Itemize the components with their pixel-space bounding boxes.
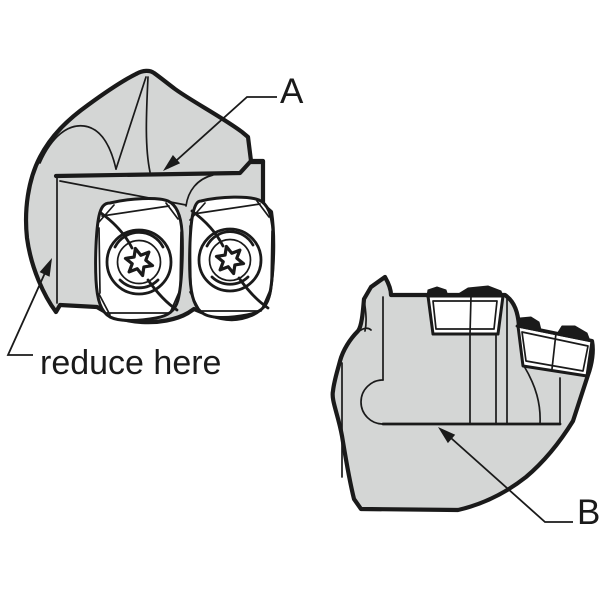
- cutter-front-view: [6, 68, 277, 356]
- reduce-here-line: [6, 263, 50, 356]
- screw-left-head: [105, 228, 173, 296]
- insert-left-edge-band: [99, 211, 179, 312]
- insert-right-facets: [189, 200, 273, 314]
- flute-curve: [39, 125, 117, 170]
- torx-screw-right: [197, 227, 263, 293]
- shoulder-line: [523, 365, 541, 425]
- pocket-block-relief-arc: [360, 379, 384, 425]
- callout-b-arrowhead-icon: [438, 427, 456, 444]
- screw-right-chamfer: [205, 230, 255, 286]
- flute-edge-right: [145, 76, 151, 173]
- torx-socket-left-icon: [123, 246, 155, 278]
- reduce-here-label: reduce here: [40, 344, 221, 382]
- insert-left: [94, 197, 184, 322]
- insert-top-chipbreaker-right: [454, 285, 504, 297]
- pocket-block-division-lines: [469, 297, 508, 425]
- label-b: B: [577, 493, 600, 532]
- callout-a-leader: [163, 96, 277, 171]
- insert-top-facets: [432, 295, 498, 335]
- insert-right-rotated: [515, 316, 594, 378]
- reduce-here-leader: [6, 258, 52, 356]
- insert-rotated-facets: [521, 331, 589, 372]
- screw-right-socket-rim: [208, 238, 252, 282]
- center-post-arch: [185, 174, 214, 207]
- screw-left-chamfer: [113, 230, 165, 290]
- insert-top: [425, 285, 505, 336]
- insert-left-facets: [98, 202, 182, 316]
- insert-right: [188, 195, 275, 319]
- callout-a-arrowhead-icon: [163, 155, 181, 171]
- callout-a-line: [167, 96, 277, 169]
- flute-edge-left: [115, 76, 147, 170]
- body-b-facets: [341, 298, 372, 478]
- screw-right-head: [197, 227, 263, 293]
- label-a: A: [280, 72, 304, 111]
- callout-b-leader: [438, 427, 573, 523]
- reduce-here-arrowhead-icon: [39, 258, 52, 277]
- torx-screw-left: [105, 228, 173, 296]
- screw-left-socket-rim: [116, 239, 162, 285]
- block-top-edge: [53, 159, 266, 179]
- torx-socket-right-icon: [214, 244, 246, 276]
- cutter-side-view: [330, 274, 595, 523]
- insert-rotated-cutting-edge: [515, 324, 594, 343]
- callout-b-line: [441, 429, 573, 523]
